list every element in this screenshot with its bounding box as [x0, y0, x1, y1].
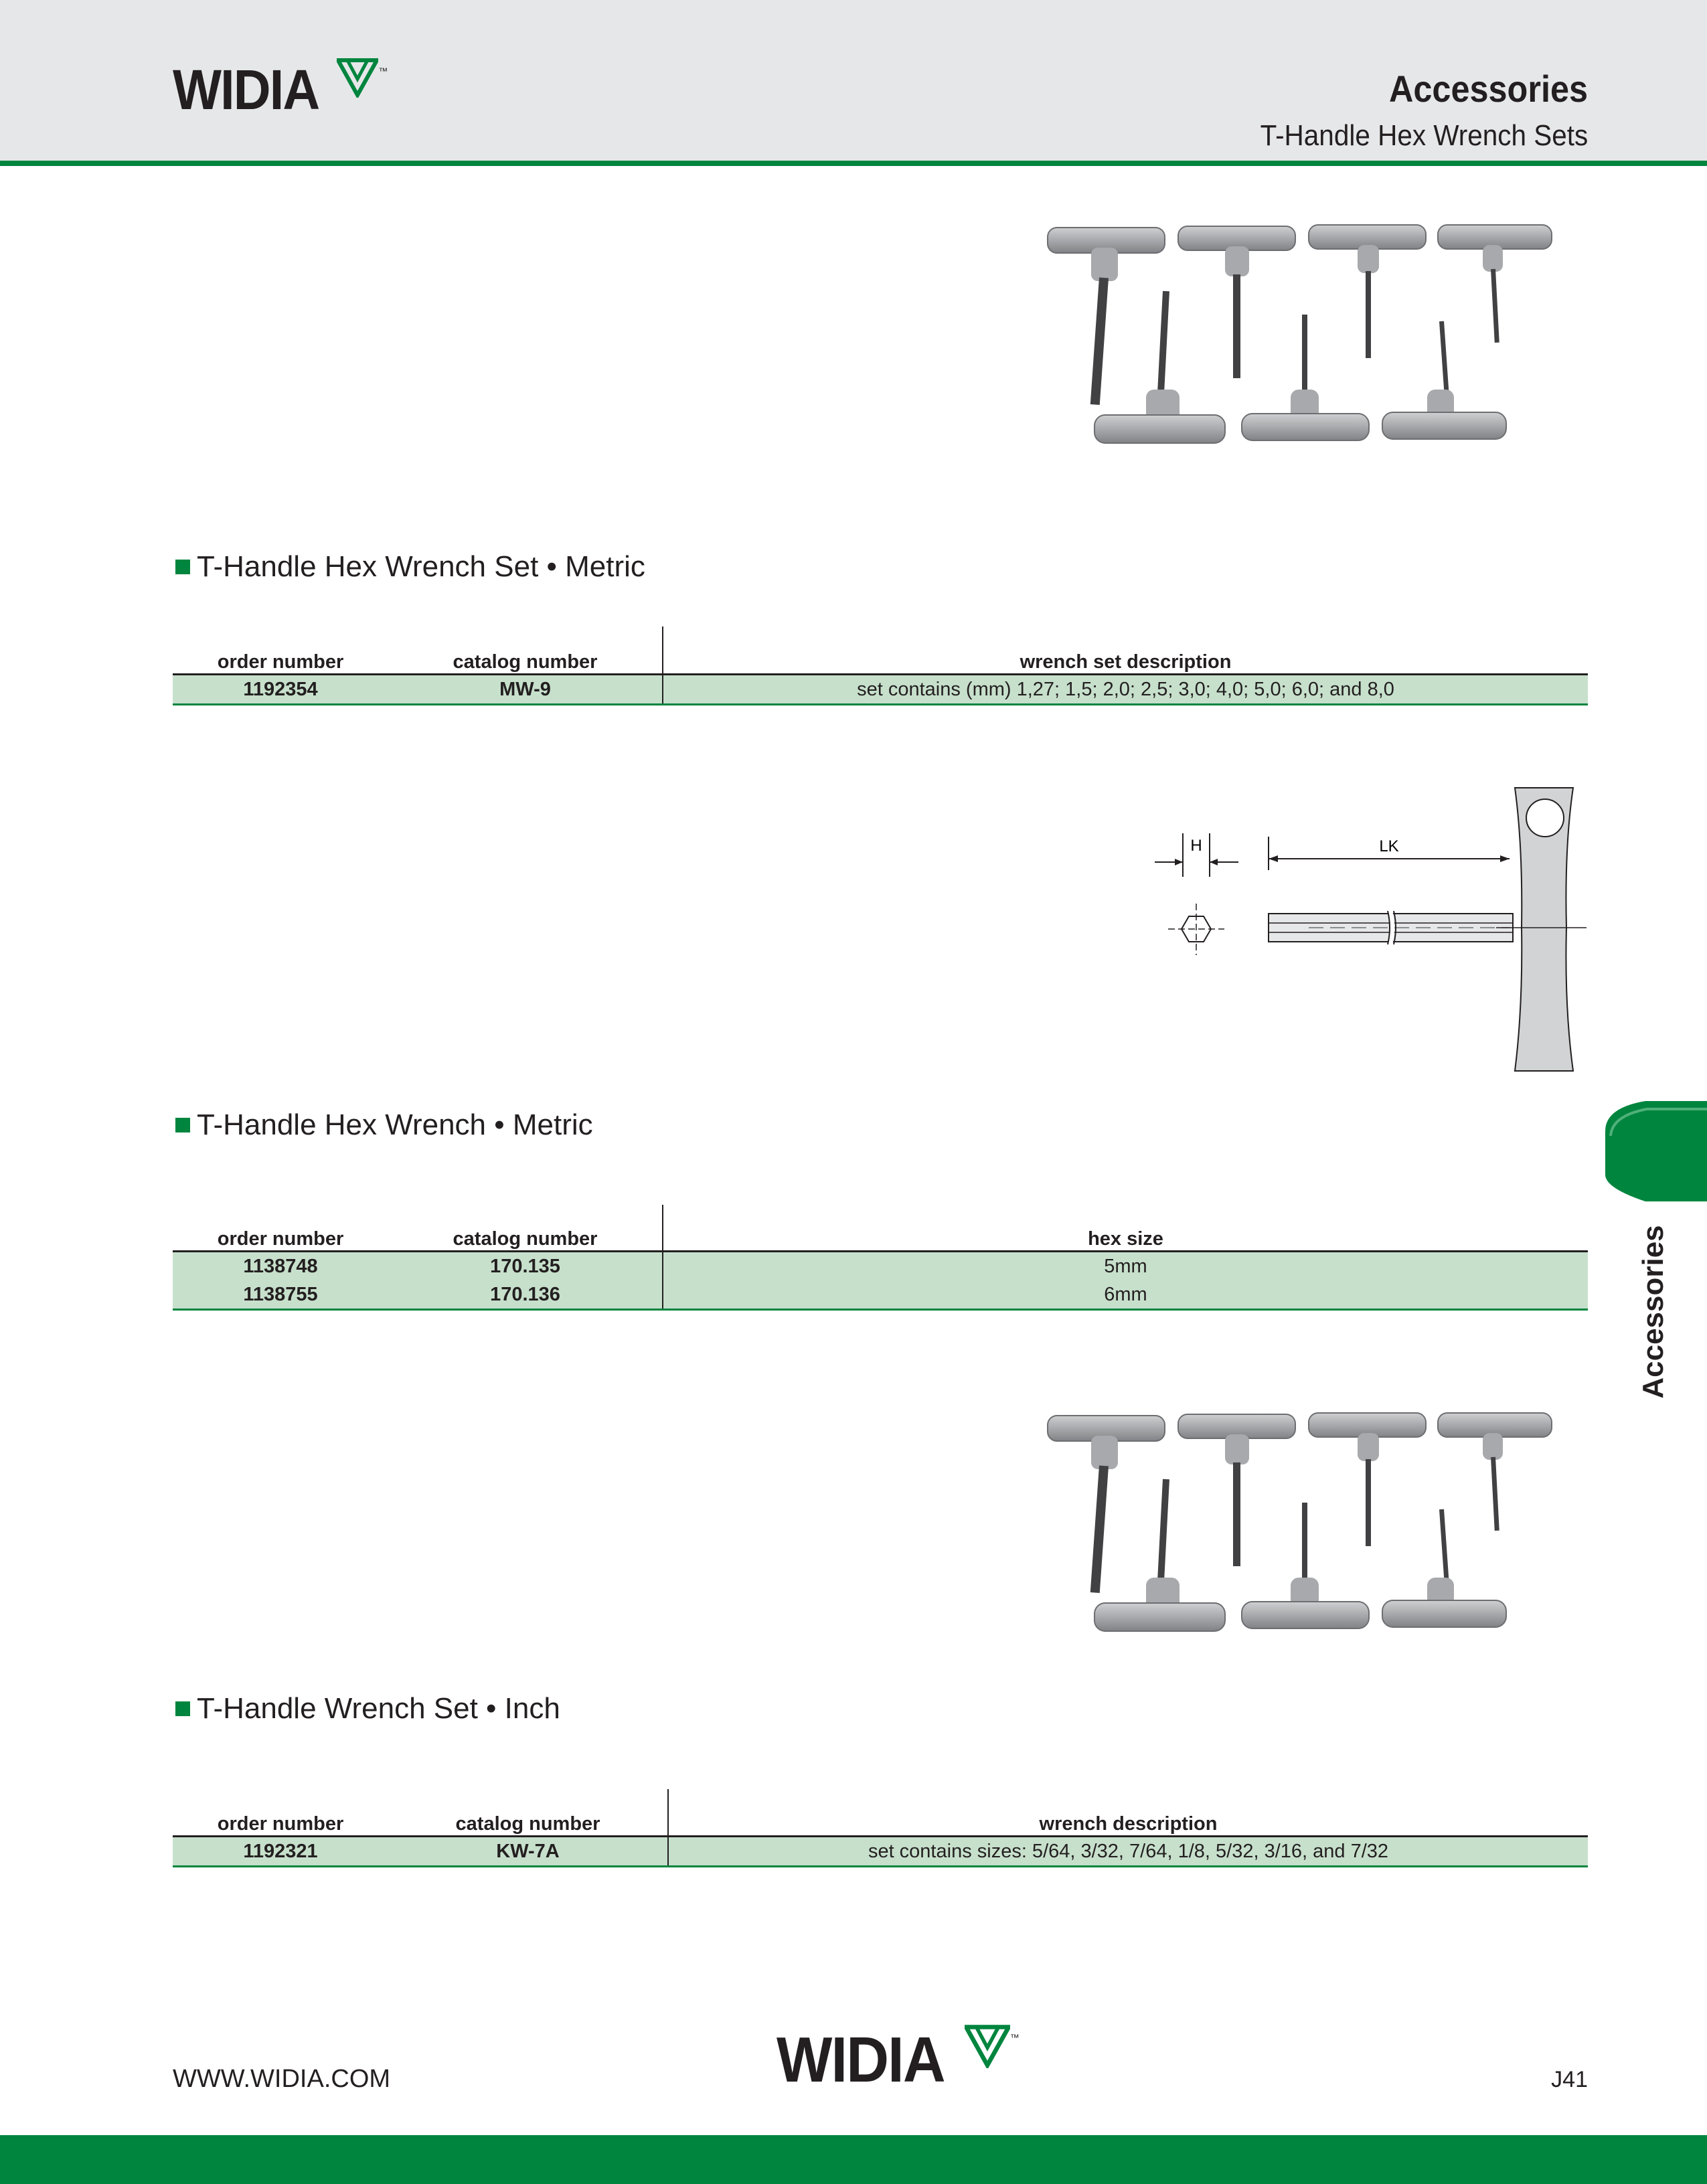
header-subtitle: T-Handle Hex Wrench Sets: [1260, 119, 1588, 152]
column-header: hex size: [663, 1224, 1588, 1252]
table-divider-line: [662, 626, 663, 648]
page-number: J41: [1551, 2067, 1588, 2092]
logo-wordmark: WIDIA: [777, 2024, 946, 2096]
order-number-cell: 1192321: [173, 1836, 388, 1867]
order-number-cell: 1138755: [173, 1280, 388, 1311]
logo-triangle-icon: [337, 58, 379, 98]
column-header: order number: [173, 1224, 388, 1252]
logo-triangle-icon: [964, 2025, 1010, 2068]
column-header: catalog number: [388, 647, 663, 675]
page-header: [0, 0, 1707, 161]
table-row: 1138755 170.136 6mm: [173, 1280, 1588, 1311]
catalog-number-cell: MW-9: [388, 674, 663, 705]
hex-size-cell: 5mm: [663, 1251, 1588, 1280]
wrench-dimension-drawing: H LK: [1155, 787, 1587, 1072]
footer-url[interactable]: WWW.WIDIA.COM: [173, 2065, 391, 2093]
wrench-set-photo-inch: [1047, 1412, 1552, 1632]
wrench-set-photo: [1047, 224, 1552, 444]
catalog-number-cell: KW-7A: [388, 1836, 669, 1867]
catalog-number-cell: 170.135: [388, 1251, 663, 1280]
section-bullet-icon: [175, 1118, 190, 1132]
logo-wordmark: WIDIA: [173, 58, 320, 121]
order-number-cell: 1138748: [173, 1251, 388, 1280]
footer-logo: WIDIA ™: [777, 2024, 1020, 2096]
description-cell: set contains (mm) 1,27; 1,5; 2,0; 2,5; 3…: [663, 674, 1588, 705]
header-logo: WIDIA ™: [173, 58, 388, 121]
footer-bar: [0, 2135, 1707, 2184]
section-title-text: T-Handle Hex Wrench • Metric: [197, 1108, 593, 1141]
side-tab: [1605, 1101, 1707, 1201]
section-bullet-icon: [175, 560, 190, 574]
column-header: order number: [173, 647, 388, 675]
section-title-text: T-Handle Wrench Set • Inch: [197, 1692, 560, 1725]
description-cell: set contains sizes: 5/64, 3/32, 7/64, 1/…: [668, 1836, 1588, 1867]
inch-set-table: order number catalog number wrench descr…: [173, 1809, 1588, 1867]
header-rule: [0, 161, 1707, 166]
section-title-text: T-Handle Hex Wrench Set • Metric: [197, 550, 645, 583]
table-divider-line: [662, 1205, 663, 1225]
table-divider-line: [667, 1789, 669, 1810]
metric-set-table: order number catalog number wrench set d…: [173, 647, 1588, 705]
side-tab-label: Accessories: [1633, 1225, 1674, 1399]
section-bullet-icon: [175, 1701, 190, 1716]
side-tab-text: Accessories: [1637, 1225, 1670, 1399]
logo-tm: ™: [378, 66, 388, 76]
dimension-label-h: H: [1190, 837, 1202, 855]
header-title: Accessories: [1388, 68, 1588, 110]
table-row: 1192321 KW-7A set contains sizes: 5/64, …: [173, 1836, 1588, 1867]
metric-wrench-table: order number catalog number hex size 113…: [173, 1224, 1588, 1311]
order-number-cell: 1192354: [173, 674, 388, 705]
section-title-inch-set: T-Handle Wrench Set • Inch: [175, 1692, 560, 1726]
table-row: 1138748 170.135 5mm: [173, 1251, 1588, 1280]
column-header: order number: [173, 1809, 388, 1837]
table-row: 1192354 MW-9 set contains (mm) 1,27; 1,5…: [173, 674, 1588, 705]
dimension-label-lk: LK: [1379, 837, 1398, 855]
section-title-metric-set: T-Handle Hex Wrench Set • Metric: [175, 550, 645, 584]
catalog-number-cell: 170.136: [388, 1280, 663, 1311]
hex-size-cell: 6mm: [663, 1280, 1588, 1311]
section-title-metric-wrench: T-Handle Hex Wrench • Metric: [175, 1108, 593, 1142]
column-header: wrench set description: [663, 647, 1588, 675]
logo-tm: ™: [1009, 2032, 1020, 2043]
column-header: catalog number: [388, 1224, 663, 1252]
column-header: catalog number: [388, 1809, 669, 1837]
column-header: wrench description: [668, 1809, 1588, 1837]
